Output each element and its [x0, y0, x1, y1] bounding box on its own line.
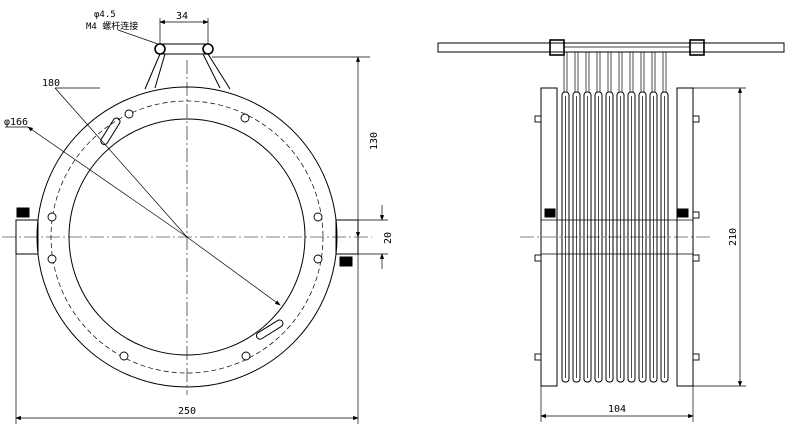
side-bolts	[534, 115, 700, 361]
dim-height: 130	[369, 132, 380, 150]
label-thread: M4 螺杆连接	[86, 20, 138, 32]
side-dim-height: 210	[728, 228, 739, 246]
left-end-plate	[540, 87, 558, 387]
side-wires	[563, 52, 667, 92]
front-view: φ4.5 M4 螺杆连接 34 180 φ166 130 20 250	[2, 10, 394, 424]
dim-outer-radius: 180	[42, 78, 60, 89]
dim-top-spacing: 34	[176, 11, 188, 22]
top-hanger	[144, 43, 231, 90]
dim-width: 250	[178, 406, 196, 417]
ring-bolts	[47, 109, 323, 361]
side-view: 210 104	[437, 39, 785, 422]
side-flanges	[15, 207, 359, 267]
dim-inner-diameter: φ166	[4, 117, 28, 128]
slots	[100, 117, 284, 340]
label-hole: φ4.5	[94, 10, 116, 20]
side-dim-width: 104	[608, 404, 626, 415]
dim-flange: 20	[383, 232, 394, 244]
